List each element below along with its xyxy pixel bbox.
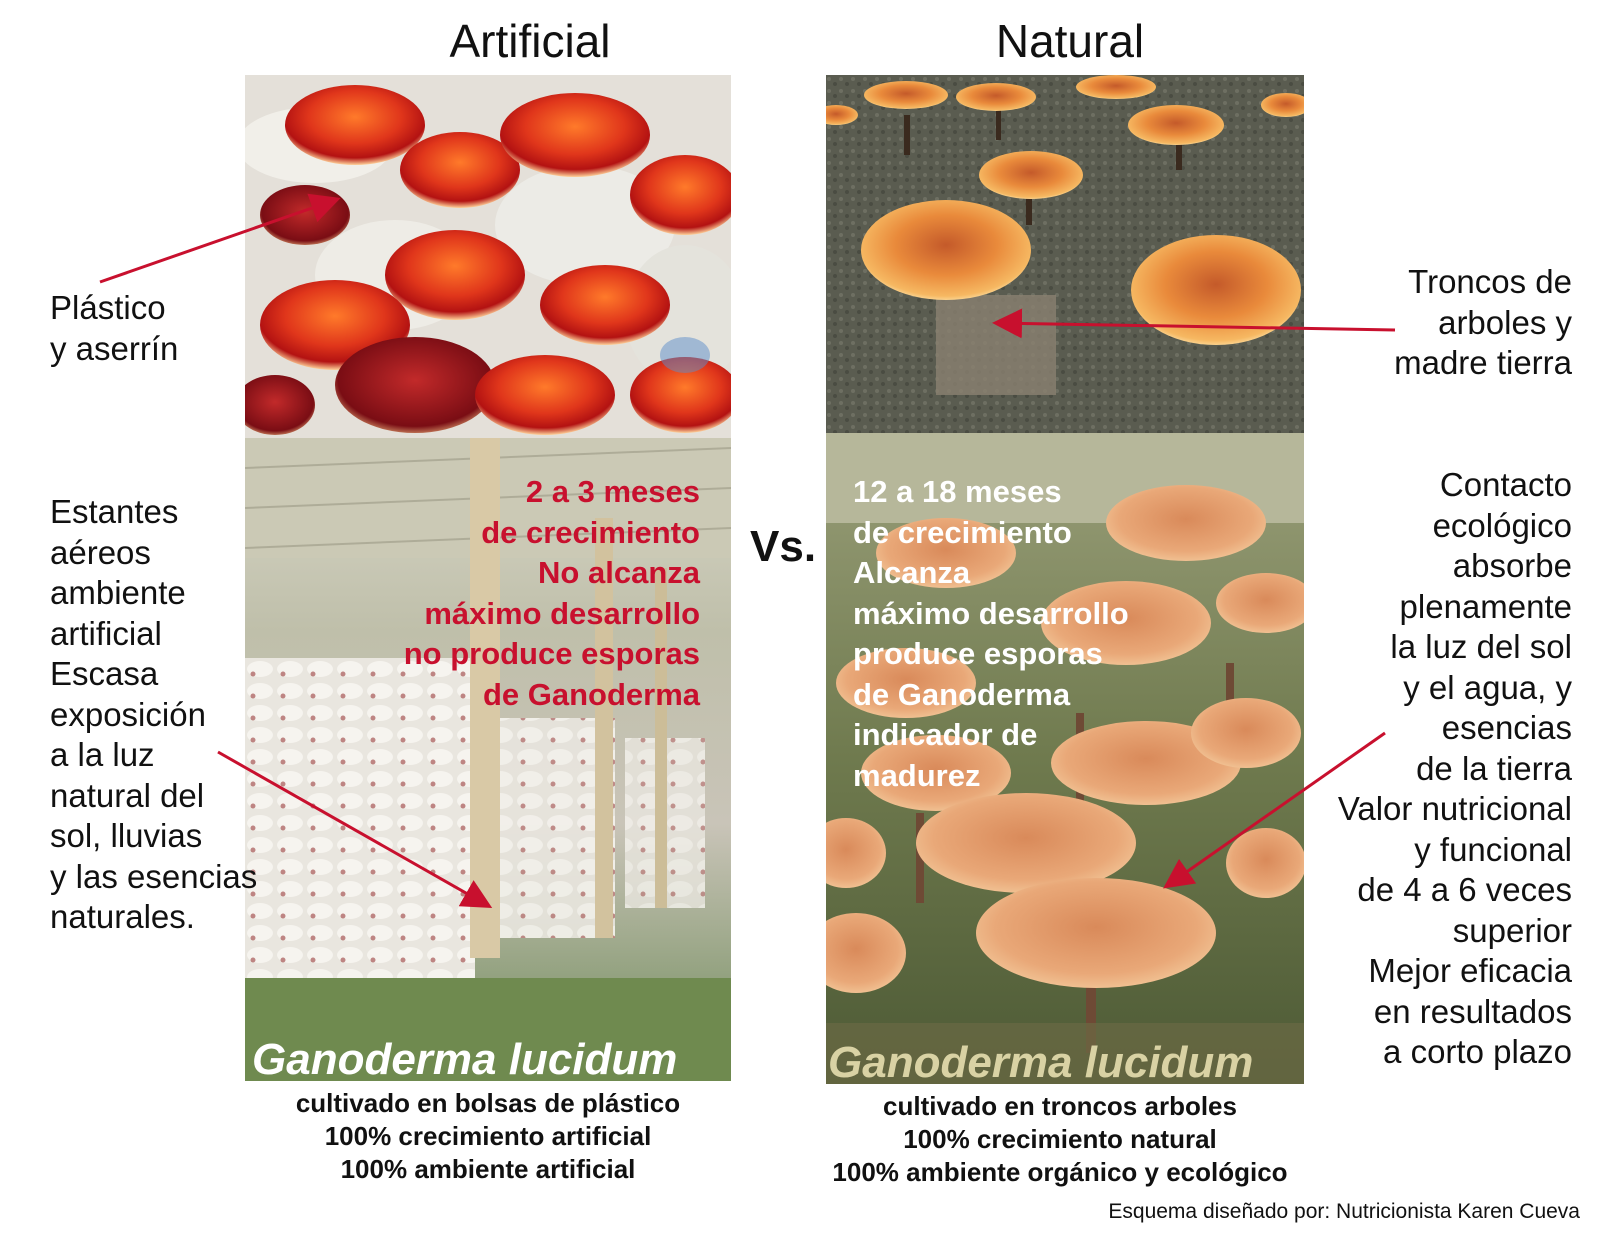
annotation-line: superior [1452,911,1572,949]
overlay-line: de Ganoderma [853,676,1071,712]
annotation-line: de 4 a 6 veces [1357,871,1572,908]
annotation-line: Plástico [50,289,166,326]
annotation-plastic: Plástico y aserrín [50,288,178,369]
overlay-line: produce esporas [853,636,1103,671]
overlay-line: de Ganoderma [482,676,700,712]
caption-line: cultivado en troncos arboles [883,1091,1237,1121]
overlay-line: indicador de [853,717,1038,752]
annotation-line: en resultados [1373,992,1572,1030]
overlay-line: madurez [853,757,981,793]
overlay-line: de crecimiento [481,514,700,550]
annotation-line: y aserrín [50,329,179,367]
overlay-line: máximo desarrollo [424,595,700,631]
overlay-line: No alcanza [538,555,700,590]
title-natural: Natural [995,15,1145,67]
annotation-line: aéreos [50,533,151,571]
annotation-line: y las esencias [50,857,258,895]
title-artificial: Artificial [449,15,611,67]
annotation-line: natural del [50,776,205,814]
annotation-line: Escasa [50,655,159,692]
annotation-line: plenamente [1399,587,1572,625]
overlay-line: 12 a 18 meses [853,474,1062,509]
annotation-line: la luz del sol [1390,628,1572,665]
caption-line: 100% ambiente orgánico y ecológico [832,1157,1288,1187]
species-name-artificial: Ganoderma lucidum [252,1035,678,1084]
annotation-line: sol, lluvias [50,817,203,854]
overlay-line: no produce esporas [403,636,700,671]
annotation-line: absorbe [1452,547,1572,584]
overlay-line: Alcanza [853,555,971,590]
annotation-line: ecológico [1432,506,1572,544]
author-credit: Esquema diseñado por: Nutricionista Kare… [1108,1200,1580,1223]
annotation-line: a corto plazo [1383,1033,1572,1070]
natural-growth-overlay: 12 a 18 meses de crecimiento Alcanza máx… [853,472,1273,796]
species-name-natural: Ganoderma lucidum [828,1038,1254,1087]
versus-label: Vs. [750,522,817,571]
annotation-line: ambiente [50,574,186,611]
artificial-growth-overlay: 2 a 3 meses de crecimiento No alcanza má… [300,472,700,715]
overlay-line: máximo desarrollo [853,595,1129,631]
annotation-line: Contacto [1439,466,1572,503]
annotation-line: madre tierra [1394,344,1572,381]
annotation-ecological: Contacto ecológico absorbe plenamente la… [1338,465,1572,1073]
annotation-line: naturales. [50,898,195,935]
caption-line: cultivado en bolsas de plástico [295,1088,681,1118]
annotation-line: artificial [50,614,162,652]
artificial-caption: cultivado en bolsas de plástico 100% cre… [238,1087,738,1186]
annotation-line: de la tierra [1416,749,1572,787]
annotation-line: Mejor eficacia [1368,952,1572,989]
natural-mushrooms-photo [826,75,1304,433]
annotation-line: arboles y [1438,303,1572,341]
annotation-line: Estantes [50,493,179,530]
overlay-line: 2 a 3 meses [525,474,700,509]
caption-line: 100% crecimiento artificial [324,1121,652,1151]
annotation-line: a la luz [50,736,155,773]
annotation-line: y el agua, y [1403,668,1572,706]
annotation-line: Valor nutricional [1337,790,1572,827]
artificial-mushrooms-photo [245,75,731,438]
natural-caption: cultivado en troncos arboles 100% crecim… [780,1090,1340,1189]
overlay-line: de crecimiento [853,514,1072,550]
annotation-logs: Troncos de arboles y madre tierra [1394,262,1572,384]
caption-line: 100% ambiente artificial [340,1154,636,1184]
annotation-line: esencias [1441,709,1572,746]
annotation-line: y funcional [1414,830,1572,868]
annotation-shelves: Estantes aéreos ambiente artificial Esca… [50,492,257,938]
annotation-line: Troncos de [1408,263,1572,300]
annotation-line: exposición [50,695,206,733]
caption-line: 100% crecimiento natural [903,1124,1217,1154]
